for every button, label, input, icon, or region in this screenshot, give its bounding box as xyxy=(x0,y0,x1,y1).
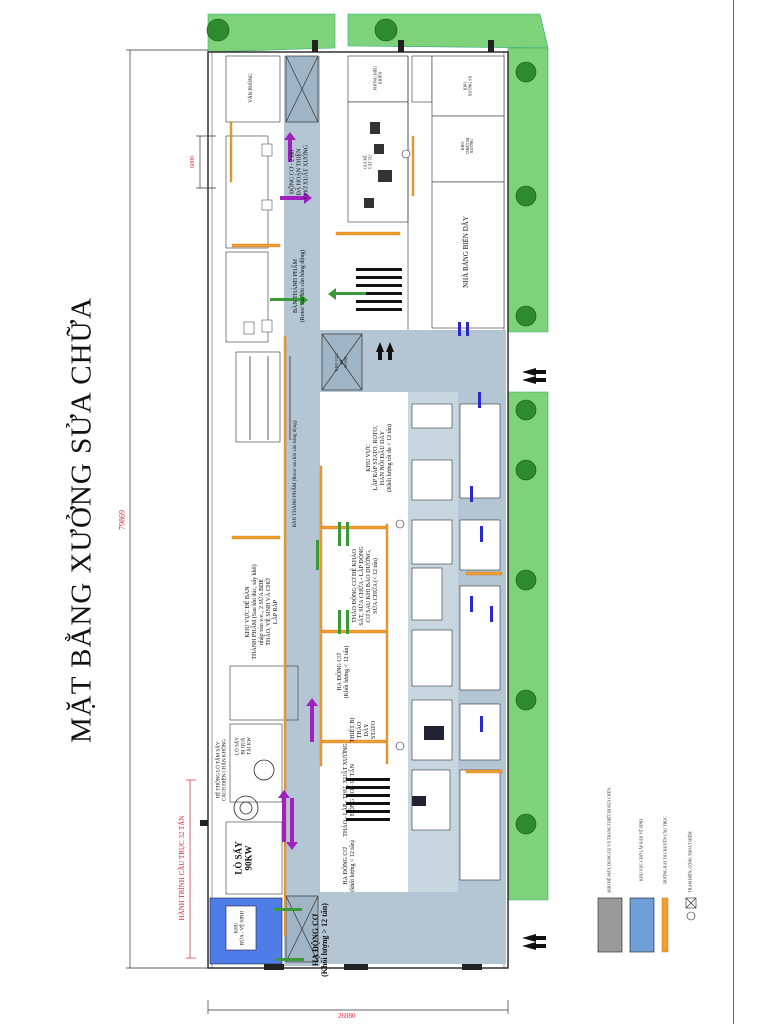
room-inspection: THÁO ĐỘNG CƠ ĐỂ KHẢO SÁT, SỬA CHỮA - LẮP… xyxy=(352,546,379,626)
green-arrows xyxy=(270,288,366,961)
bay-label: 6000 xyxy=(190,156,196,168)
crane-travel-label: HÀNH TRÌNH CẦU TRỤC 32 TẤN xyxy=(178,815,186,921)
legend-text-symbol: TRẠM ĐIỆN, CỔNG THOÁT HIỂM xyxy=(687,831,693,893)
door-marks xyxy=(200,40,494,970)
crossed-bays xyxy=(285,55,363,963)
room-wash: KHU RỬA - VỆ SINH xyxy=(234,910,245,946)
page-border-line xyxy=(733,0,734,1024)
room-stator-zone: KHU VỰC LẮP RÁP STATO, ROTO, HÀN NỐI ĐẦU… xyxy=(366,424,393,492)
room-incoming-motor: HẠ ĐỘNG CƠ (Khối lượng > 12 tấn) xyxy=(310,903,329,977)
legend-symbol xyxy=(685,897,697,921)
legend-text-blue: KHU VỰC CHỜ LẮP RÁP, VỆ SINH xyxy=(638,818,644,882)
room-equipment-store: KHO THIẾT BỊ XƯỞNG xyxy=(460,137,475,155)
room-assembly: THÁO - LẮP - THỬ, XUẤT XƯỞNG ĐỘNG CƠ - 1… xyxy=(343,743,356,837)
total-width-label: 26980 xyxy=(338,1012,356,1020)
room-lift-motor-2: HẠ ĐỘNG CƠ (khối lượng < 12 tấn) xyxy=(343,840,356,892)
legend-text-grey: KHU ĐỂ MÁY, DỤNG CỤ VÀ TRANG THIẾT BỊ SỬ… xyxy=(606,787,612,893)
room-disassembly: KHU VỰC ĐỂ BÀN THÁNH PHẨM (Sau khi đúc, … xyxy=(244,564,279,660)
entry-arrows xyxy=(376,342,546,950)
garden-top-left xyxy=(207,13,336,53)
right-top-rooms xyxy=(347,55,505,329)
room-control: PHÒNG ĐIỀU KHIỂN xyxy=(372,65,382,91)
room-oven: LÒ SẤY 90KW xyxy=(233,841,254,875)
room-office: VĂN PHÒNG xyxy=(249,73,255,103)
room-storage-mid: KHO VỰC ĐỂ HÀNG xyxy=(334,352,349,372)
bench-stripes-top xyxy=(356,268,402,311)
room-finished-gearbox: BÀN THÀNH PHẨM (Rotor sau khi cân bằng đ… xyxy=(293,249,306,323)
legend-swatch-blue xyxy=(629,897,655,953)
blue-arrows xyxy=(458,322,493,732)
dimension-lines xyxy=(126,49,509,1014)
bench-stripes-bottom xyxy=(346,778,390,821)
room-vpi: HỆ THỐNG LÒ TẨM SẤY CÁCH ĐIỆN CHÂN KHÔNG xyxy=(216,739,227,801)
trees xyxy=(206,18,537,835)
room-balancing: BÀN THÀNH PHẨM (Rotor sau khi cân bằng đ… xyxy=(293,420,299,528)
room-lift-motor: HẠ ĐỘNG CƠ (Khối lượng < 12 tấn) xyxy=(337,645,350,699)
room-parts-rack: GIÁ KỆ VẬT TƯ xyxy=(362,154,372,170)
legend-text-orange: ĐƯỜNG RAY DI CHUYỂN CẦU TRỤC xyxy=(662,816,668,884)
room-coil-house: NHÀ BẢNG BIẾN DÂY xyxy=(461,216,470,288)
room-equipment: THIẾT BỊ THÁO DÂY STATO xyxy=(350,717,377,743)
purple-arrows xyxy=(278,132,318,850)
room-workshop-store: KHO XƯỞNG SX xyxy=(462,75,472,97)
right-middle-rooms xyxy=(411,403,501,881)
room-motor-stator: ĐỘNG CƠ - 2 tấn ĐÃ HOÀN THIỆN CHỜ XUẤT X… xyxy=(289,144,310,200)
legend-swatch-orange xyxy=(661,897,669,953)
crane-rails xyxy=(229,121,503,937)
legend-swatch-grey xyxy=(597,897,623,953)
corridor-bottom xyxy=(320,892,506,964)
room-oven-panel: LÒ SẤY BỊ QUÁ TẢI KW xyxy=(235,737,252,755)
total-length-label: 79869 xyxy=(117,510,127,530)
